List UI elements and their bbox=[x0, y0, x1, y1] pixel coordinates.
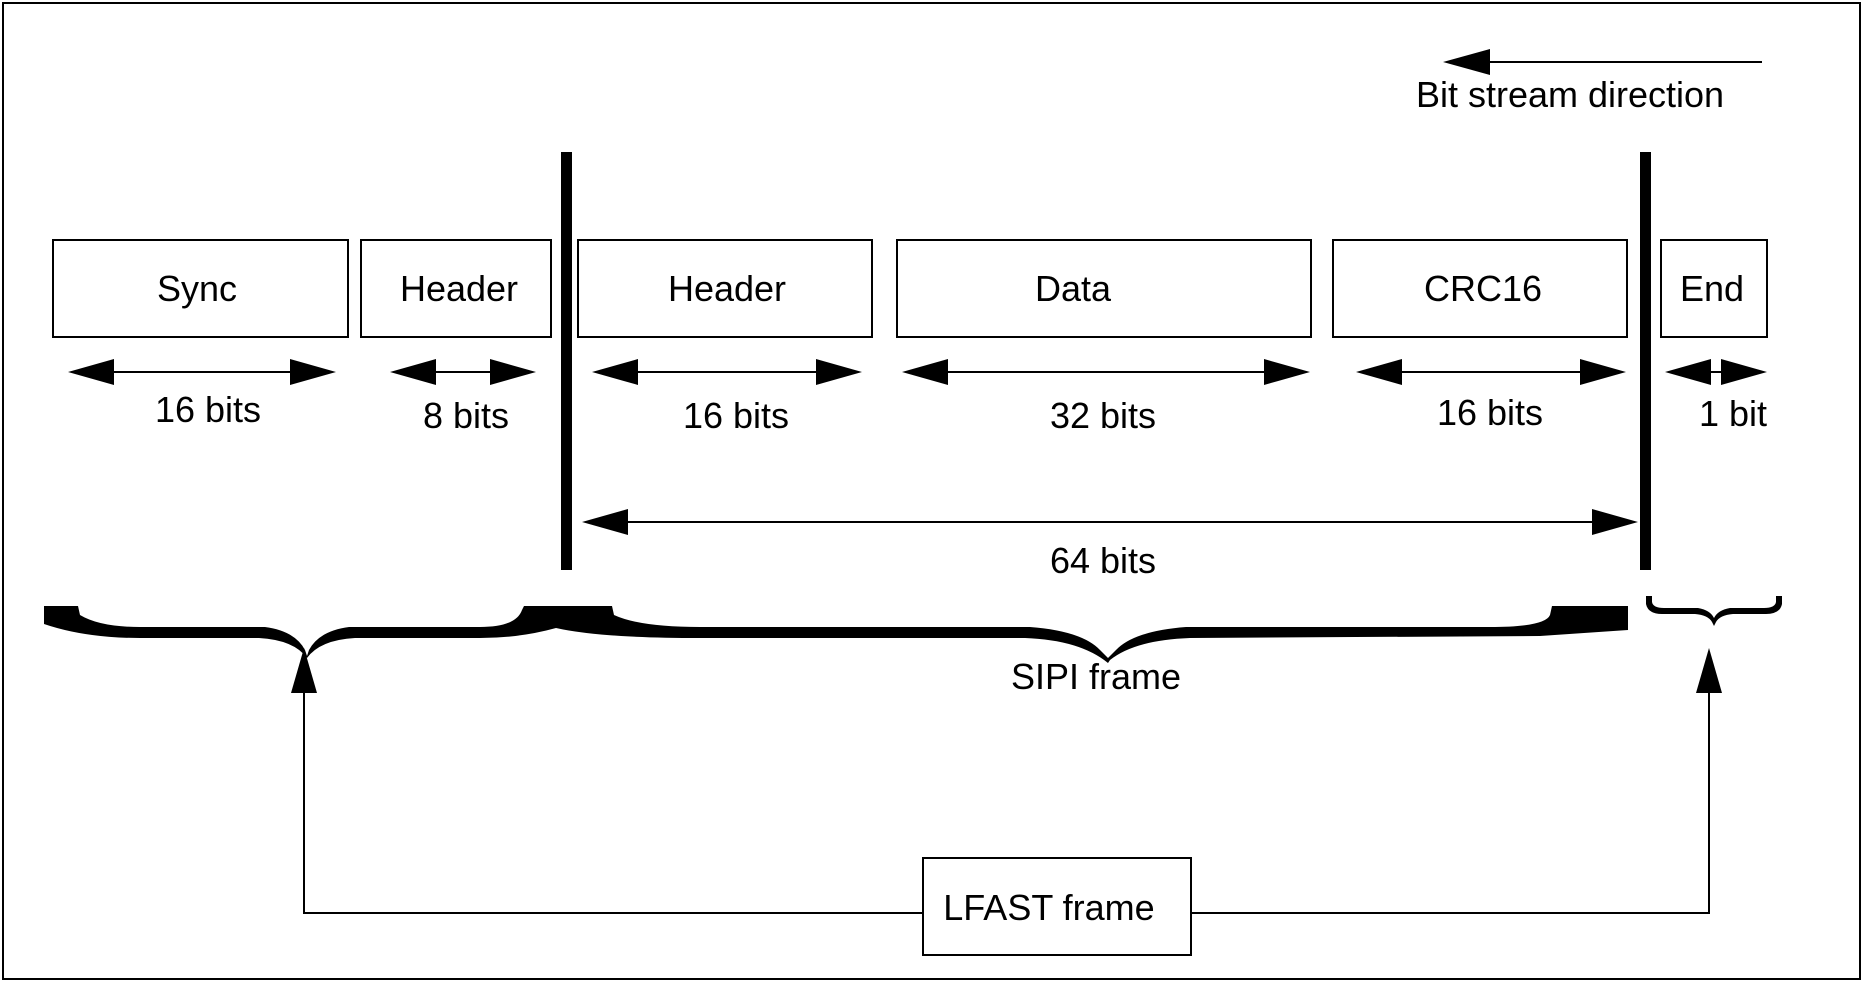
field-label: CRC16 bbox=[1424, 268, 1542, 309]
field-box bbox=[52, 239, 349, 338]
lfast-frame-connector: LFAST frame bbox=[291, 648, 1722, 956]
payload-span-arrow: 64 bits bbox=[582, 509, 1638, 581]
sipi-header-width-arrow: 16 bits bbox=[592, 359, 862, 436]
field-box bbox=[1332, 239, 1628, 338]
data-width-arrow: 32 bits bbox=[902, 359, 1310, 436]
lfast-prefix-brace bbox=[44, 606, 556, 658]
field-crc16: CRC16 bbox=[1332, 239, 1628, 338]
sipi-frame-label: SIPI frame bbox=[1011, 656, 1181, 697]
field-label: End bbox=[1680, 268, 1744, 309]
field-sipi-header: Header bbox=[577, 239, 873, 338]
end-width-arrow: 1 bit bbox=[1665, 359, 1767, 434]
field-box bbox=[577, 239, 873, 338]
field-label: Header bbox=[668, 268, 786, 309]
lfast-frame-label: LFAST frame bbox=[943, 887, 1154, 928]
sipi-end-divider bbox=[1640, 152, 1651, 570]
crc16-width-arrow: 16 bits bbox=[1356, 359, 1626, 433]
bits-label: 16 bits bbox=[1437, 392, 1543, 433]
lfast-frame-box bbox=[922, 857, 1192, 956]
bit-stream-direction: Bit stream direction bbox=[1416, 49, 1762, 115]
field-data: Data bbox=[896, 239, 1312, 338]
sync-width-arrow: 16 bits bbox=[68, 359, 336, 430]
field-end: End bbox=[1660, 239, 1768, 338]
bits-label: 1 bit bbox=[1699, 393, 1767, 434]
bits-label: 32 bits bbox=[1050, 395, 1156, 436]
sipi-start-divider bbox=[561, 152, 572, 570]
span-label: 64 bits bbox=[1050, 540, 1156, 581]
field-lfast-header: Header bbox=[360, 239, 552, 338]
lfast-header-width-arrow: 8 bits bbox=[390, 359, 536, 436]
sipi-frame-brace bbox=[556, 606, 1628, 663]
direction-label: Bit stream direction bbox=[1416, 74, 1724, 115]
bits-label: 8 bits bbox=[423, 395, 509, 436]
bits-label: 16 bits bbox=[683, 395, 789, 436]
field-box bbox=[360, 239, 552, 338]
field-box bbox=[1660, 239, 1768, 338]
end-brace bbox=[1646, 596, 1782, 626]
field-label: Sync bbox=[157, 268, 237, 309]
field-label: Data bbox=[1035, 268, 1112, 309]
field-sync: Sync bbox=[52, 239, 349, 338]
field-label: Header bbox=[400, 268, 518, 309]
bits-label: 16 bits bbox=[155, 389, 261, 430]
field-box bbox=[896, 239, 1312, 338]
